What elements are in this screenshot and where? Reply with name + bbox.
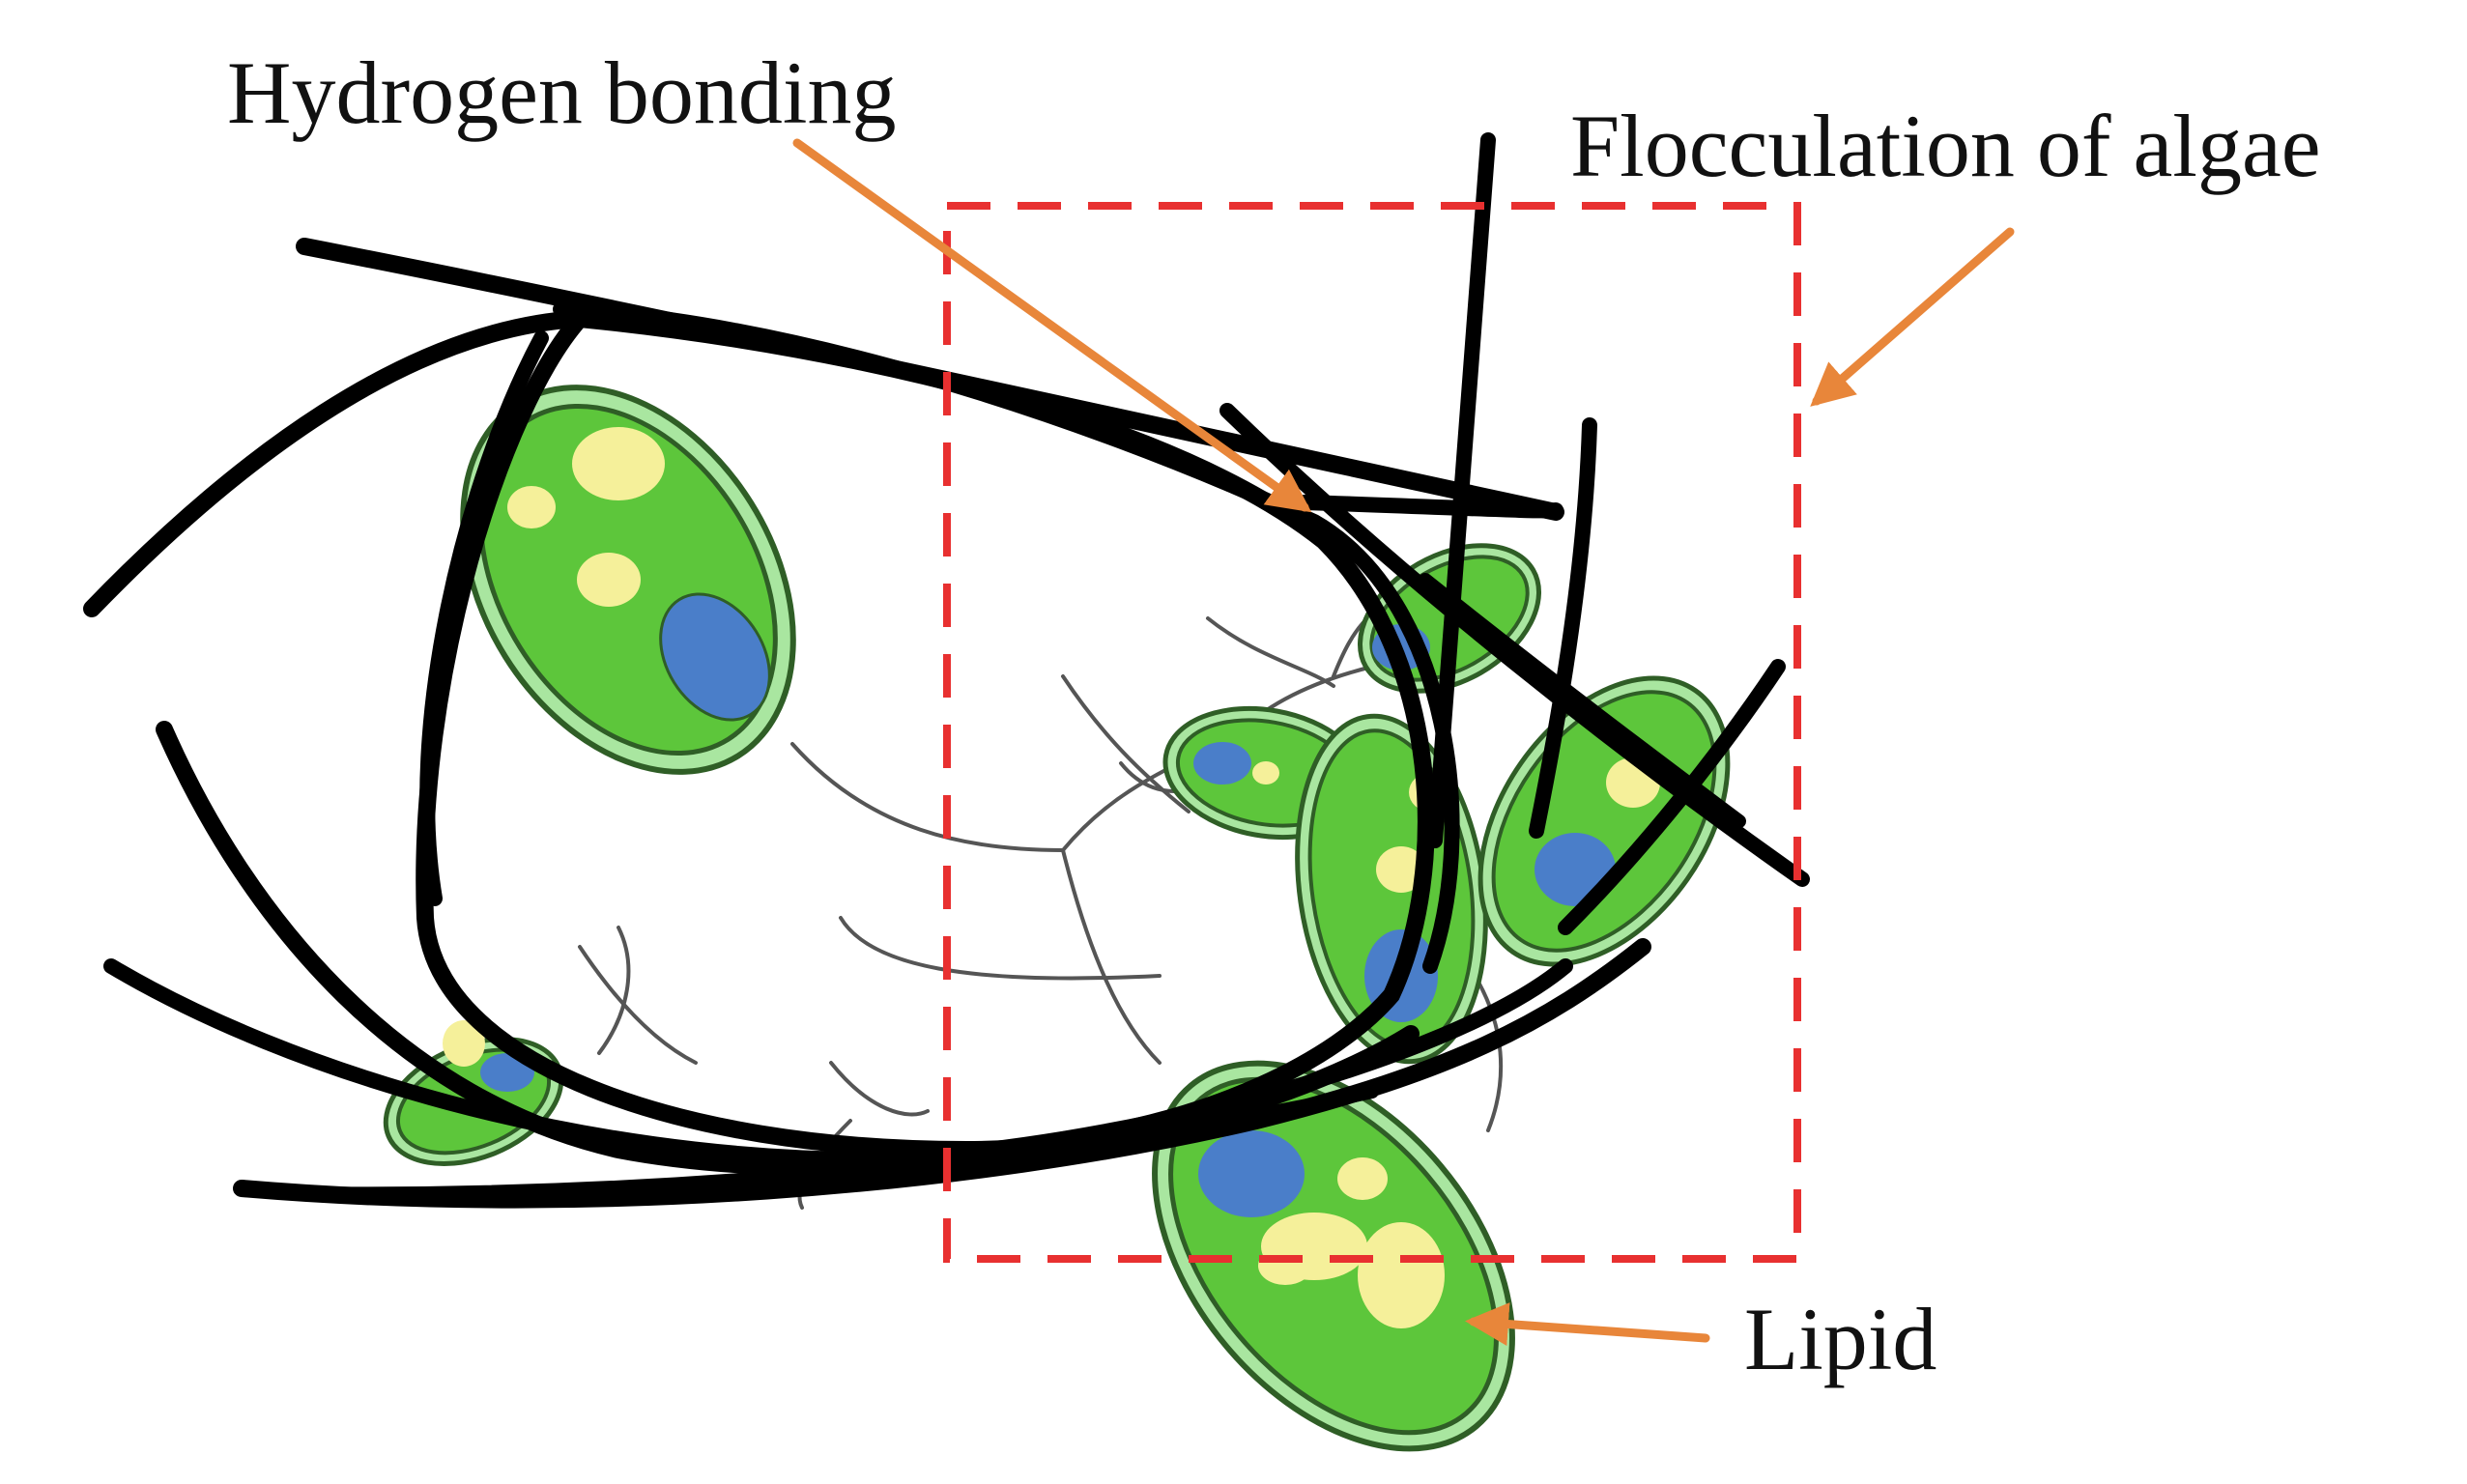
nucleus-icon: [659, 592, 771, 722]
flocculation-arrow-icon: [1810, 227, 2015, 407]
polymer-fibers: [83, 132, 1810, 1209]
hydrogen-bonding-arrow-icon: [792, 138, 1312, 513]
algae-cell-large: [460, 385, 796, 775]
algae-cells: [383, 385, 1731, 1452]
lipid-droplet-icon: [572, 427, 665, 500]
flocculation-box: [943, 202, 1801, 1263]
flocculation-label: Flocculation of algae: [1570, 97, 2321, 195]
annotation-arrows: [792, 138, 2015, 1346]
lipid-arrow-icon: [1465, 1302, 1710, 1346]
hydrogen-bonding-label: Hydrogen bonding: [227, 43, 897, 142]
lipid-label: Lipid: [1744, 1290, 1937, 1388]
